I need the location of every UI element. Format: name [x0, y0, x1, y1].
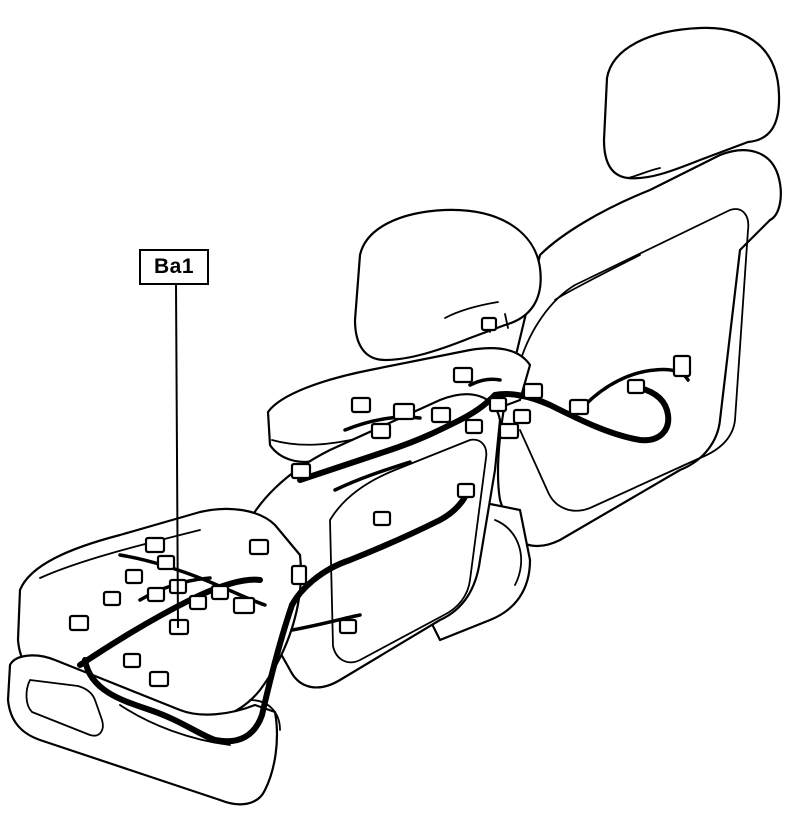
middle-headrest: [353, 208, 542, 362]
connectors: [68, 316, 692, 688]
connector-callout-label: Ba1: [153, 255, 195, 278]
front-seat-frame: [6, 654, 279, 806]
callout-leader-line: [175, 283, 179, 629]
rear-seatback: [496, 149, 782, 548]
connector-callout-box: Ba1: [139, 249, 209, 285]
